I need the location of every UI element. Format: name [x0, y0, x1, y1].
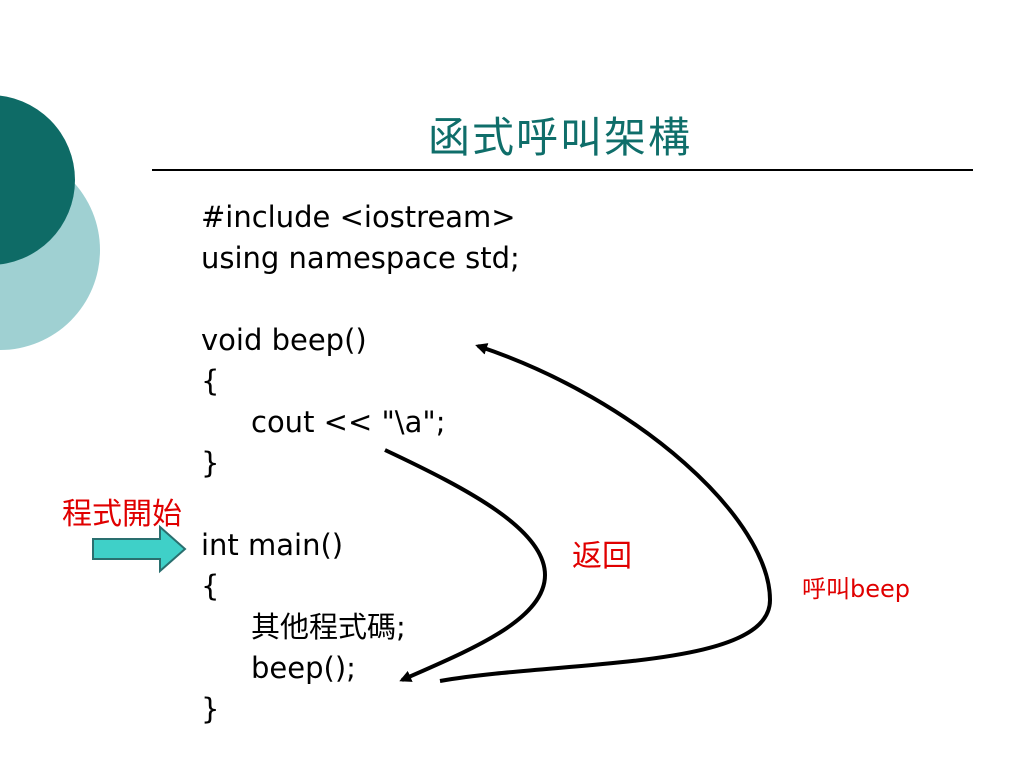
call-beep-label: 呼叫beep — [802, 575, 910, 603]
code-line: int main() — [201, 528, 344, 562]
code-line: { — [201, 569, 220, 603]
code-line: void beep() — [201, 323, 367, 357]
program-start-label: 程式開始 — [62, 497, 182, 532]
decorative-circle-dark — [0, 95, 75, 265]
code-line: #include <iostream> — [201, 200, 516, 234]
title-divider — [152, 169, 973, 171]
program-start-arrow-icon — [92, 524, 187, 574]
code-line: using namespace std; — [201, 241, 520, 275]
return-label: 返回 — [572, 539, 632, 574]
decorative-circles — [0, 95, 100, 350]
call-beep-arrow — [439, 343, 773, 683]
code-line: { — [201, 364, 220, 398]
return-arrow — [384, 448, 548, 682]
code-line: cout << "\a"; — [251, 405, 446, 439]
slide-title: 函式呼叫架構 — [427, 113, 692, 162]
code-block: #include <iostream> using namespace std;… — [201, 197, 520, 730]
code-line: beep(); — [251, 651, 356, 685]
code-line: } — [201, 692, 220, 726]
code-line: 其他程式碼; — [251, 610, 406, 644]
code-line: } — [201, 446, 220, 480]
